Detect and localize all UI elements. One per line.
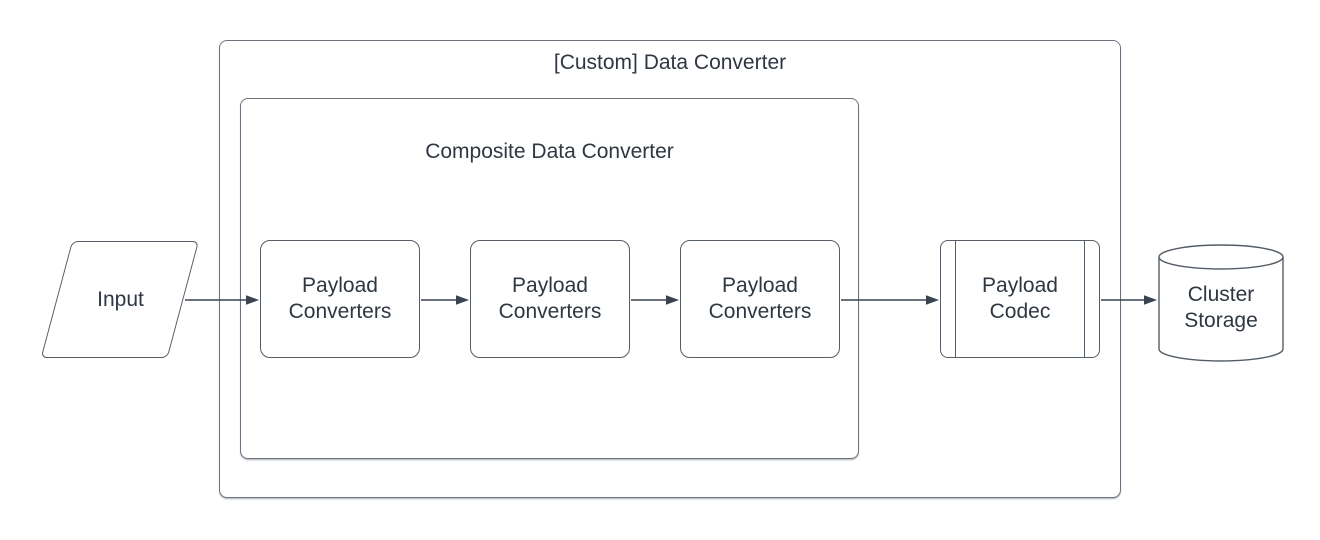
cylinder-body <box>1158 257 1284 362</box>
payload-converters-node-2: Payload Converters <box>470 240 630 358</box>
cluster-storage-label: Cluster Storage <box>1184 283 1258 332</box>
payload-converters-node-3: Payload Converters <box>680 240 840 358</box>
payload-converters-label-2: Payload Converters <box>498 274 602 323</box>
custom-data-converter-title: [Custom] Data Converter <box>553 51 787 74</box>
cluster-storage-cylinder <box>1158 244 1284 362</box>
payload-codec-node: Payload Codec <box>940 240 1100 358</box>
codec-right-bar <box>1084 241 1085 357</box>
cylinder-top-ellipse <box>1158 244 1284 270</box>
composite-data-converter-title: Composite Data Converter <box>425 140 674 163</box>
payload-converters-label-1: Payload Converters <box>288 274 392 323</box>
payload-converters-label-3: Payload Converters <box>708 274 812 323</box>
input-node: Input <box>41 241 200 358</box>
input-node-label: Input <box>97 287 144 311</box>
payload-converters-node-1: Payload Converters <box>260 240 420 358</box>
arrowhead-icon <box>1144 295 1157 305</box>
payload-codec-label: Payload Codec <box>982 274 1058 323</box>
cluster-storage-node: Cluster Storage <box>1158 244 1284 362</box>
codec-left-bar <box>955 241 956 357</box>
